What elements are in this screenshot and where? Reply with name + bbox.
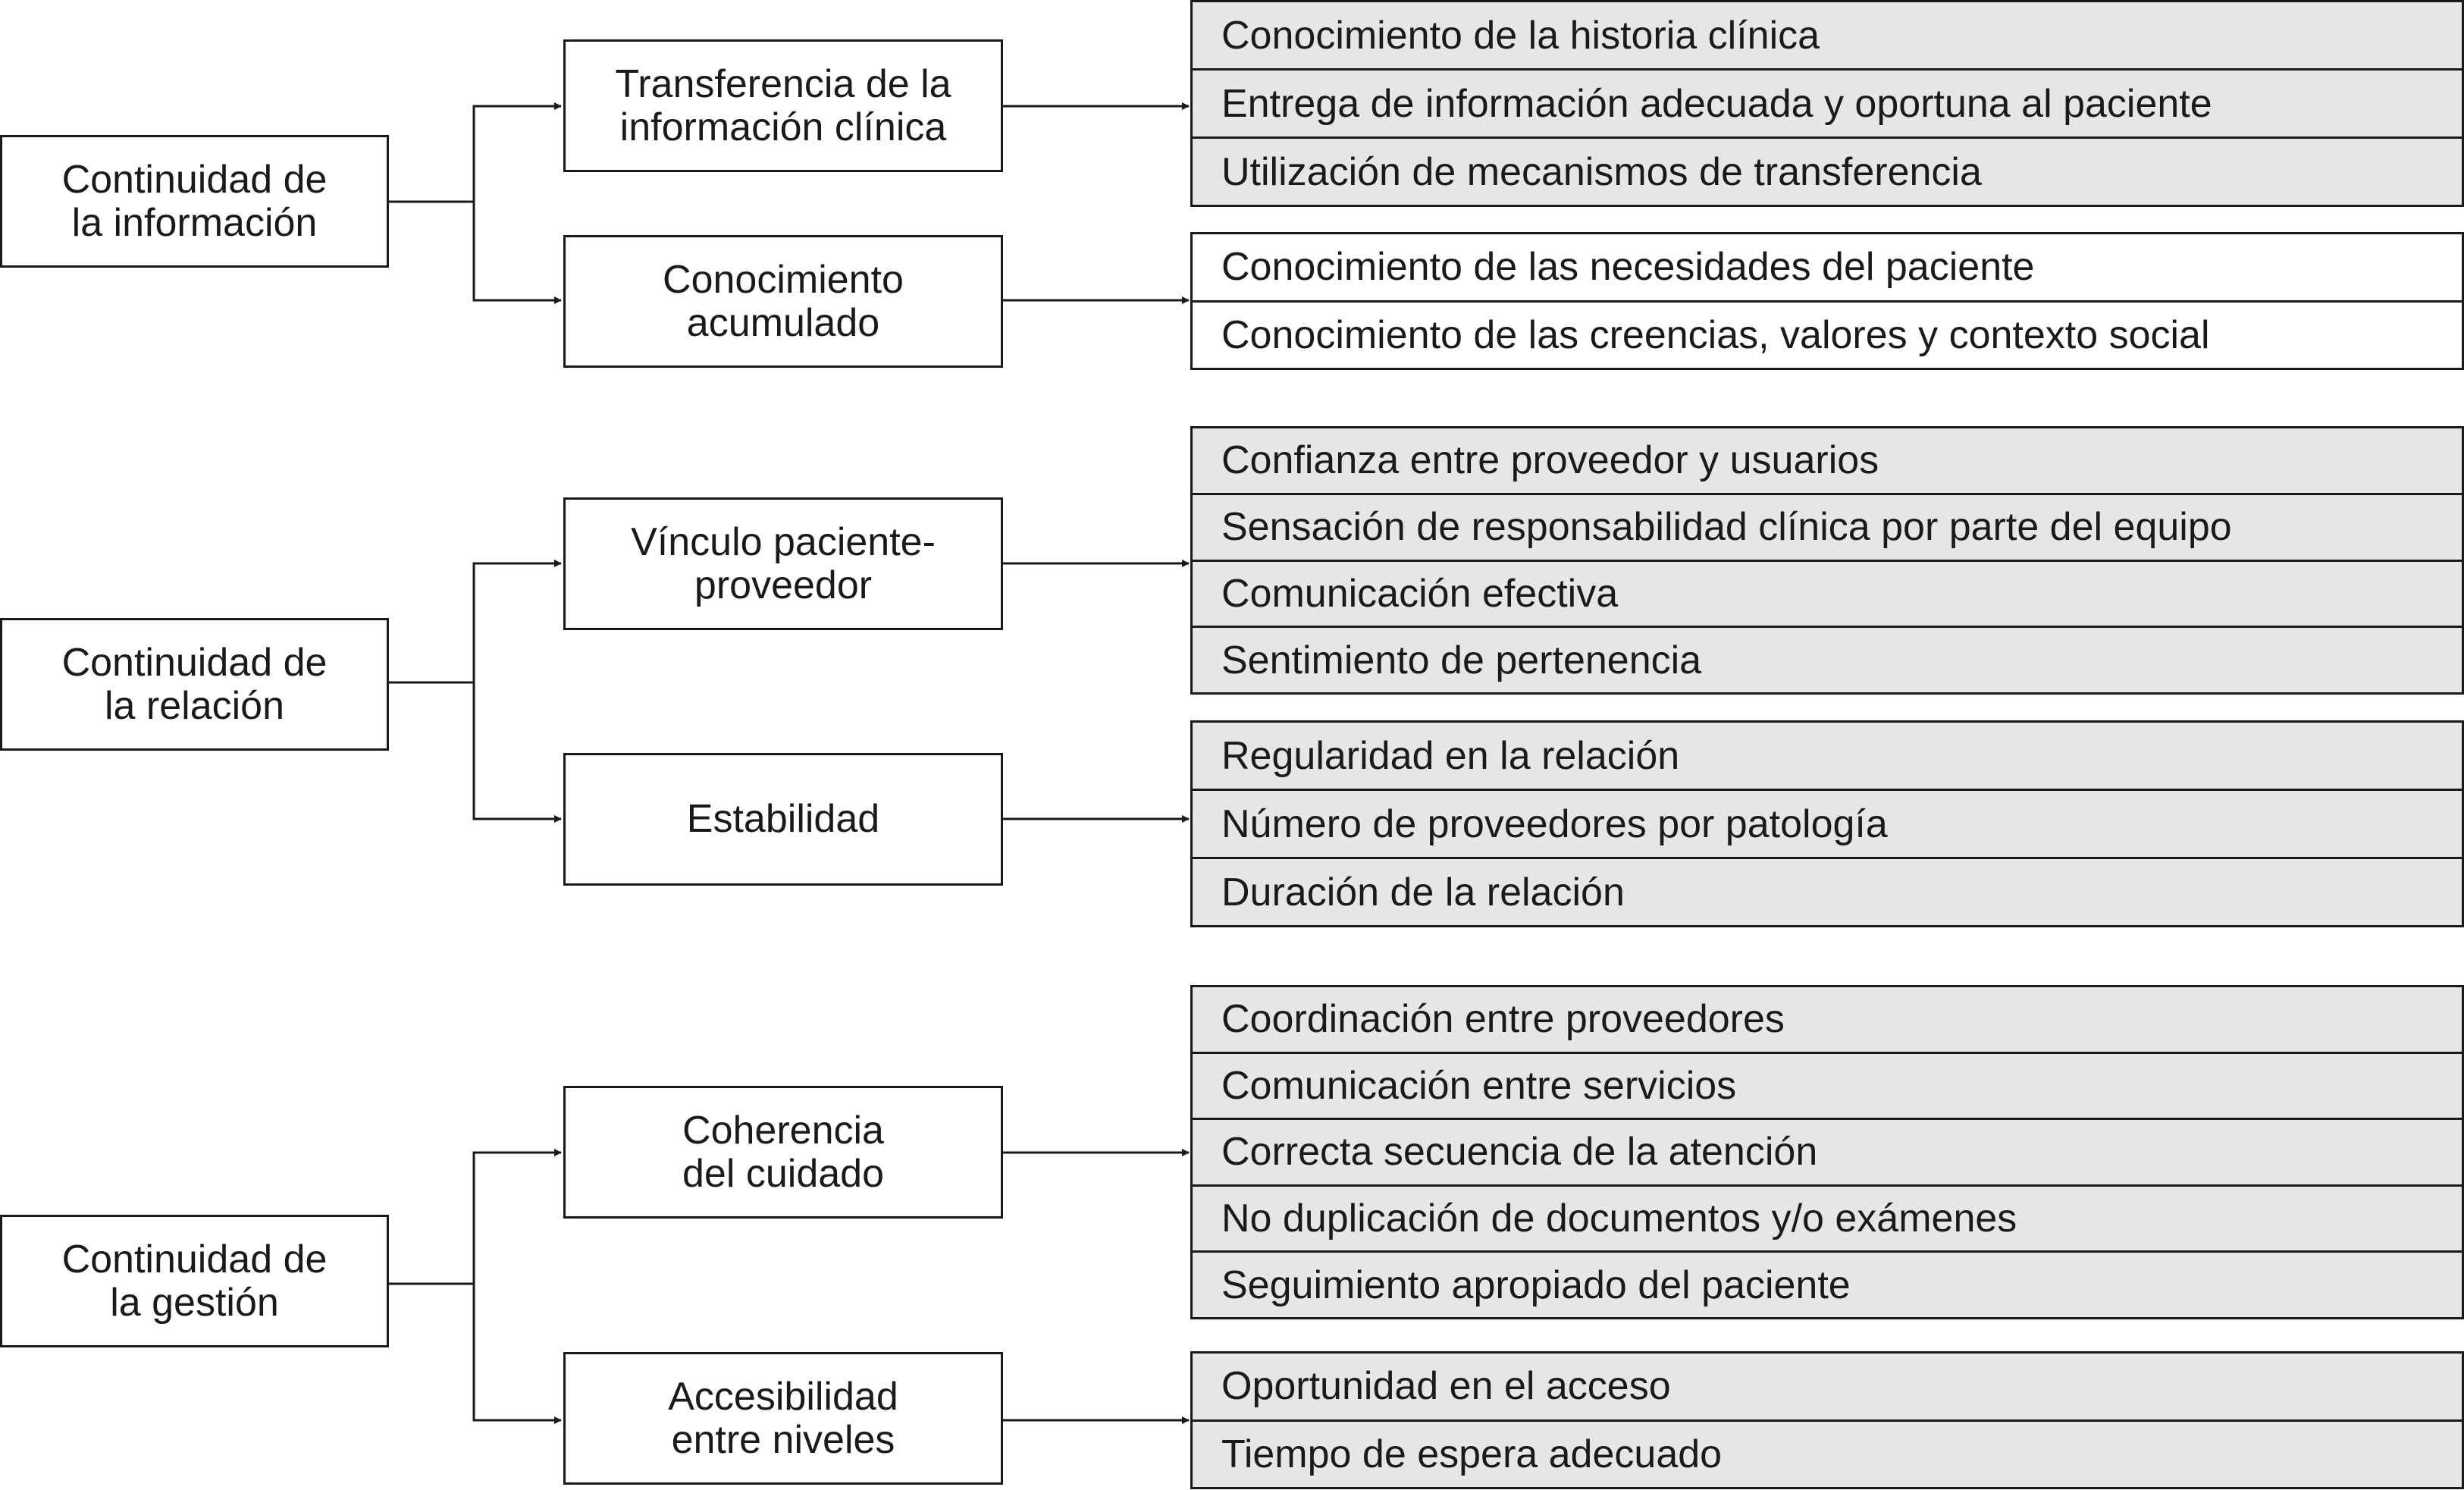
connector-branch-2-1 bbox=[472, 560, 562, 682]
branch-label-line2: proveedor bbox=[694, 563, 873, 607]
list-item: No duplicación de documentos y/o exámene… bbox=[1193, 1184, 2462, 1251]
list-item: Conocimiento de las creencias, valores y… bbox=[1193, 300, 2462, 369]
list-transferencia: Conocimiento de la historia clínica Entr… bbox=[1190, 0, 2464, 207]
list-item: Entrega de información adecuada y oportu… bbox=[1193, 68, 2462, 136]
branch-label-line1: Coherencia bbox=[682, 1108, 884, 1153]
branch-box-coherencia: Coherencia del cuidado bbox=[563, 1086, 1003, 1219]
root-box-informacion: Continuidad de la información bbox=[0, 135, 389, 268]
branch-label-line2: información clínica bbox=[619, 105, 947, 149]
list-item: Comunicación entre servicios bbox=[1193, 1051, 2462, 1118]
list-item: Comunicación efectiva bbox=[1193, 559, 2462, 626]
root-box-relacion: Continuidad de la relación bbox=[0, 618, 389, 751]
branch-label-line1: Conocimiento bbox=[663, 257, 904, 302]
list-item: Utilización de mecanismos de transferenc… bbox=[1193, 136, 2462, 205]
list-item: Correcta secuencia de la atención bbox=[1193, 1118, 2462, 1184]
root-box-gestion: Continuidad de la gestión bbox=[0, 1215, 389, 1347]
list-item: Sentimiento de pertenencia bbox=[1193, 626, 2462, 692]
list-item: Sensación de responsabilidad clínica por… bbox=[1193, 492, 2462, 560]
branch-box-vinculo: Vínculo paciente- proveedor bbox=[563, 497, 1003, 630]
list-item: Seguimiento apropiado del paciente bbox=[1193, 1250, 2462, 1317]
list-item: Duración de la relación bbox=[1193, 857, 2462, 925]
branch-label-line2: del cuidado bbox=[682, 1151, 884, 1196]
branch-label-line1: Transferencia de la bbox=[615, 61, 951, 106]
connector-branch-2-2 bbox=[472, 682, 562, 823]
connector-branch-1-1 bbox=[472, 102, 562, 202]
list-conocimiento-acumulado: Conocimiento de las necesidades del paci… bbox=[1190, 232, 2464, 370]
list-accesibilidad: Oportunidad en el acceso Tiempo de esper… bbox=[1190, 1351, 2464, 1489]
branch-label-line1: Vínculo paciente- bbox=[631, 519, 936, 564]
list-item: Conocimiento de las necesidades del paci… bbox=[1221, 245, 2035, 290]
list-item: Tiempo de espera adecuado bbox=[1193, 1419, 2462, 1488]
branch-label-line1: Accesibilidad bbox=[668, 1374, 898, 1419]
branch-box-estabilidad: Estabilidad bbox=[563, 753, 1003, 886]
list-item: Conocimiento de la historia clínica bbox=[1221, 13, 1820, 58]
list-item: Oportunidad en el acceso bbox=[1221, 1364, 1671, 1409]
branch-box-transferencia: Transferencia de la información clínica bbox=[563, 39, 1003, 172]
branch-box-conocimiento-acumulado: Conocimiento acumulado bbox=[563, 235, 1003, 368]
list-estabilidad: Regularidad en la relación Número de pro… bbox=[1190, 720, 2464, 927]
root-label-line1: Continuidad de bbox=[61, 1237, 328, 1281]
root-label-line2: la información bbox=[71, 200, 318, 245]
root-label-line1: Continuidad de bbox=[61, 640, 328, 685]
list-item: Confianza entre proveedor y usuarios bbox=[1221, 438, 1879, 483]
root-label-line2: la relación bbox=[104, 683, 285, 728]
list-item: Regularidad en la relación bbox=[1221, 733, 1680, 778]
branch-label-line1: Estabilidad bbox=[686, 797, 880, 841]
connector-branch-3-2 bbox=[472, 1284, 562, 1424]
connector-branch-3-1 bbox=[472, 1149, 562, 1284]
root-label-line1: Continuidad de bbox=[61, 157, 328, 202]
branch-label-line2: acumulado bbox=[686, 300, 880, 345]
list-coherencia: Coordinación entre proveedores Comunicac… bbox=[1190, 985, 2464, 1319]
branch-box-accesibilidad: Accesibilidad entre niveles bbox=[563, 1352, 1003, 1485]
connector-branch-1-2 bbox=[472, 202, 562, 304]
list-item: Número de proveedores por patología bbox=[1193, 789, 2462, 857]
branch-label-line2: entre niveles bbox=[671, 1417, 895, 1462]
list-vinculo: Confianza entre proveedor y usuarios Sen… bbox=[1190, 426, 2464, 695]
root-label-line2: la gestión bbox=[110, 1280, 279, 1325]
list-item: Coordinación entre proveedores bbox=[1221, 997, 1785, 1042]
